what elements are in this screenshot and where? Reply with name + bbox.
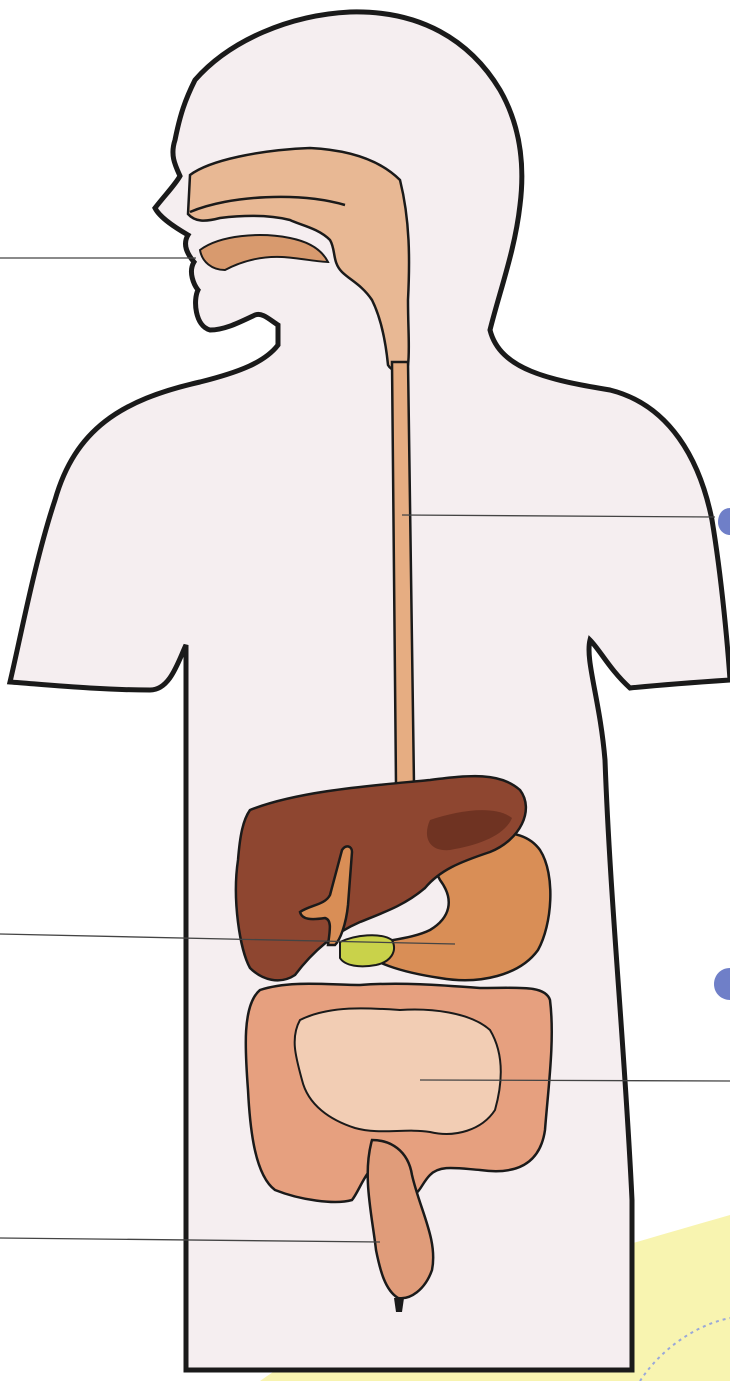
partial-label-mark-middle — [714, 968, 730, 1000]
gallbladder — [340, 935, 394, 966]
partial-label-mark-top — [718, 508, 730, 535]
